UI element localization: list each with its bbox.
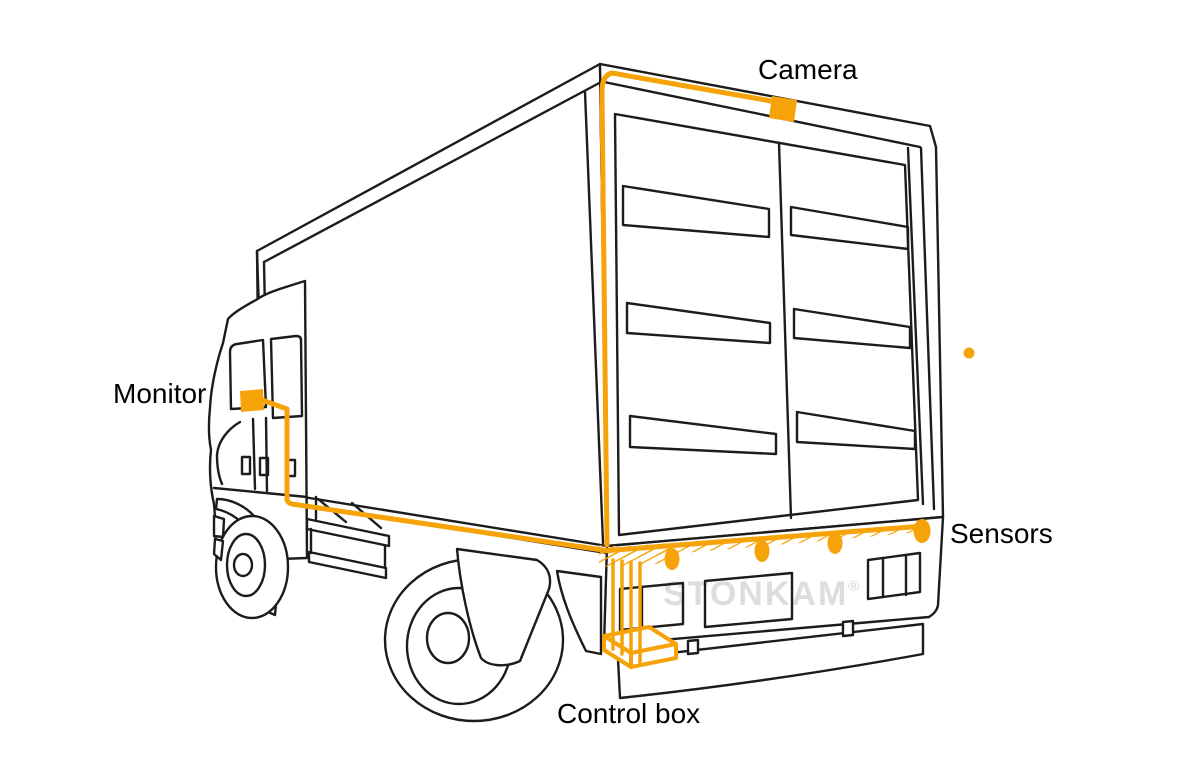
label-camera: Camera bbox=[758, 54, 858, 85]
registered-mark: ® bbox=[848, 578, 860, 595]
rear-step-bar bbox=[616, 619, 925, 700]
front-bumper-pieces bbox=[212, 514, 226, 562]
sensor-dot-3 bbox=[827, 532, 843, 554]
sensor-dot-4 bbox=[913, 519, 931, 543]
sensor-cable bbox=[599, 523, 927, 554]
label-monitor: Monitor bbox=[113, 378, 207, 409]
cargo-box-rear bbox=[583, 62, 945, 548]
monitor-cable bbox=[259, 397, 612, 554]
license-plate bbox=[703, 571, 794, 629]
label-control-box: Control box bbox=[557, 698, 701, 729]
control-box-wires bbox=[611, 558, 642, 664]
watermark: STONKAM® bbox=[663, 575, 859, 614]
label-sensors: Sensors bbox=[950, 518, 1053, 549]
camera-unit bbox=[769, 96, 797, 122]
side-marker-dot bbox=[963, 347, 975, 359]
sensor-dot-1 bbox=[664, 548, 680, 570]
cab-window-front bbox=[228, 338, 268, 411]
watermark-text: STONKAM bbox=[663, 575, 849, 613]
sensor-dot-2 bbox=[754, 540, 770, 562]
cab-window-rear bbox=[269, 334, 304, 420]
sensor-array bbox=[664, 519, 931, 570]
camera-cable bbox=[599, 70, 774, 548]
monitor-unit bbox=[240, 389, 264, 412]
front-wheel bbox=[214, 514, 290, 620]
cab bbox=[207, 279, 309, 617]
door-vent-slats bbox=[621, 184, 917, 456]
cargo-box-side bbox=[255, 62, 609, 555]
rear-mudflaps bbox=[455, 547, 603, 667]
